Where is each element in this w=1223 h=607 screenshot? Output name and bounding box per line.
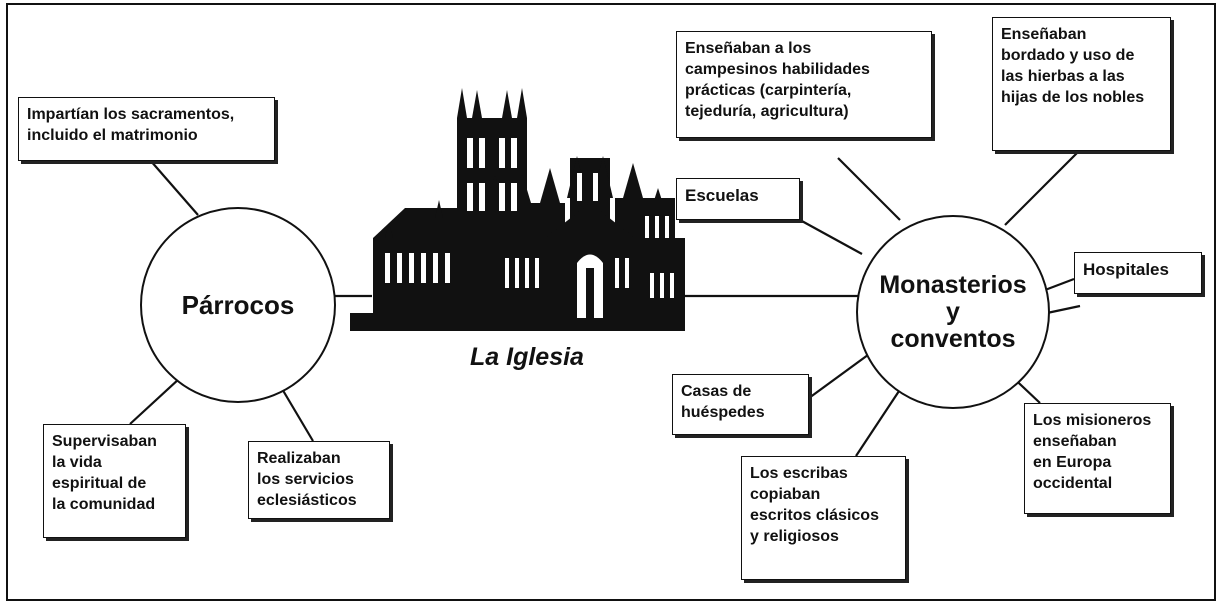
church-caption: La Iglesia bbox=[470, 343, 584, 371]
parrocos-node: Párrocos bbox=[140, 207, 336, 403]
box-casas: Casas de huéspedes bbox=[672, 374, 809, 435]
line-hospitales bbox=[1044, 277, 1075, 292]
line-escribas bbox=[855, 381, 906, 457]
line-sacramentos bbox=[149, 159, 199, 216]
monasterios-node: Monasterios y conventos bbox=[856, 215, 1050, 409]
line-realizaban bbox=[277, 381, 314, 442]
box-escribas: Los escribas copiaban escritos clásicos … bbox=[741, 456, 906, 580]
line-supervisaban bbox=[129, 377, 181, 425]
line-campesinos bbox=[837, 157, 901, 221]
line-bordado bbox=[1004, 151, 1079, 226]
box-bordado: Enseñaban bordado y uso de las hierbas a… bbox=[992, 17, 1171, 151]
box-realizaban: Realizaban los servicios eclesiásticos bbox=[248, 441, 390, 519]
line-casas bbox=[808, 351, 873, 399]
box-sacramentos: Impartían los sacramentos, incluido el m… bbox=[18, 97, 275, 161]
box-misioneros: Los misioneros enseñaban en Europa occid… bbox=[1024, 403, 1171, 514]
church-illustration bbox=[350, 88, 685, 331]
outer-frame bbox=[6, 3, 1216, 601]
box-escuelas: Escuelas bbox=[676, 178, 800, 220]
line-escuelas bbox=[799, 219, 863, 255]
box-hospitales: Hospitales bbox=[1074, 252, 1202, 294]
box-campesinos: Enseñaban a los campesinos habilidades p… bbox=[676, 31, 932, 138]
box-supervisaban: Supervisaban la vida espiritual de la co… bbox=[43, 424, 186, 538]
line-hospitales-2 bbox=[1046, 304, 1081, 315]
